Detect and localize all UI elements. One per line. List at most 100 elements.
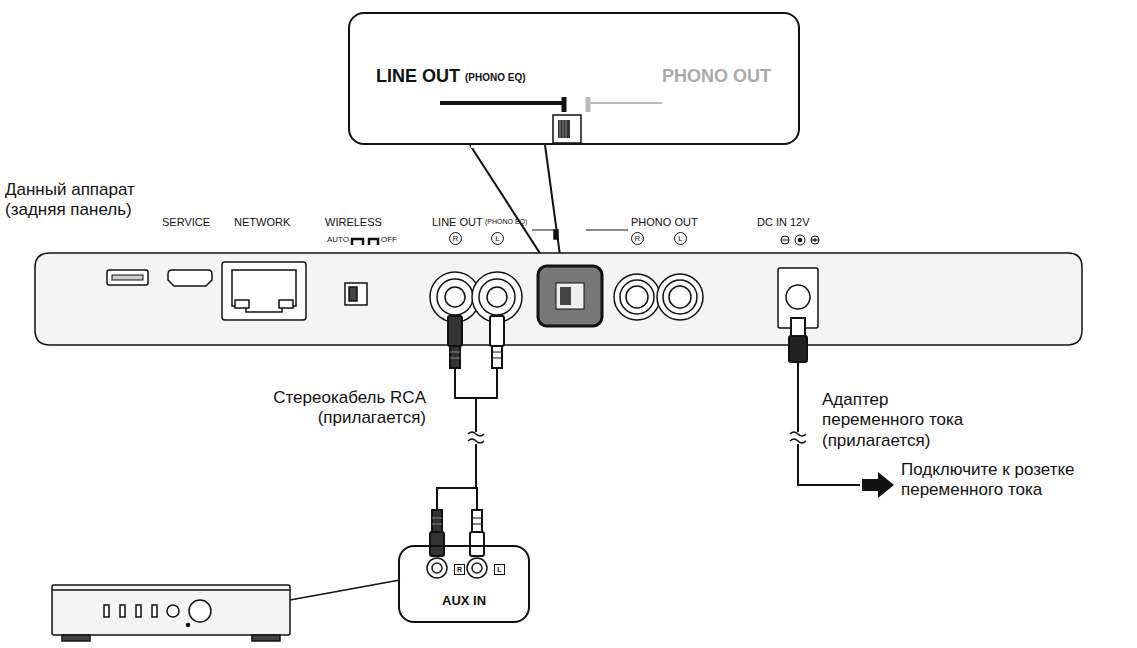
- switch-position: AUTO: [327, 235, 349, 245]
- rca-cable: [430, 532, 444, 556]
- rear-panel: [168, 270, 212, 286]
- switch-diagram: [563, 120, 564, 138]
- rear-panel: [487, 287, 507, 307]
- rca-cable: [448, 316, 462, 346]
- rear-panel: [663, 280, 697, 314]
- power-cable: [791, 318, 805, 336]
- switch-diagram: [588, 102, 662, 104]
- rear-panel: [472, 272, 522, 322]
- switch-diagram: [553, 115, 581, 143]
- rear-panel: [620, 280, 654, 314]
- switch-label: LINE OUT: [376, 66, 460, 88]
- panel-markings: [811, 236, 819, 244]
- panel-markings: [586, 229, 628, 230]
- port-label: LINE OUT: [432, 216, 483, 229]
- rca-cable: [492, 352, 502, 358]
- rear-panel: [538, 266, 602, 326]
- adapter-caption: Адаптер переменного тока (прилагается): [822, 390, 977, 451]
- panel-markings: [813, 238, 817, 242]
- rear-panel: [479, 279, 515, 315]
- aux-jacks: [467, 558, 487, 578]
- rca-cable: [437, 488, 477, 510]
- rear-panel: [657, 274, 703, 320]
- channel-letter: L: [491, 232, 504, 245]
- switch-diagram: [562, 97, 567, 112]
- device-caption: Данный аппарат (задняя панель): [5, 180, 175, 221]
- port-label: SERVICE: [162, 216, 210, 229]
- rca-cable: [430, 316, 504, 556]
- rear-panel: [235, 300, 249, 308]
- rca-cable: [475, 444, 477, 488]
- panel-markings: [781, 236, 789, 244]
- aux-jacks: [472, 563, 482, 573]
- amplifier: [120, 605, 125, 617]
- amplifier: [52, 580, 400, 641]
- instruction-note: Подключите к розетке переменного тока: [901, 460, 1133, 501]
- rca-cable: [490, 316, 504, 346]
- channel-letter: R: [449, 232, 462, 245]
- amplifier: [136, 605, 141, 617]
- switch-diagram: [586, 97, 591, 112]
- rear-panel: [614, 274, 660, 320]
- callout-box: LINE OUT (PHONO EQ) PHONO OUT: [348, 12, 800, 145]
- port-label: WIRELESS: [325, 216, 382, 229]
- panel-markings: [554, 230, 558, 239]
- amplifier: [167, 605, 179, 617]
- rca-cable: [470, 532, 484, 556]
- rca-cable: [492, 346, 502, 368]
- rear-panel: [560, 287, 571, 305]
- callout-ground: [348, 12, 800, 145]
- rear-panel: [445, 287, 465, 307]
- rca-cable: [450, 352, 460, 358]
- power-cable: [790, 432, 806, 443]
- rear-panel: [556, 283, 584, 309]
- rear-panel: [349, 287, 357, 301]
- rear-panel: [112, 275, 143, 280]
- rear-panel: [345, 283, 367, 305]
- switch-diagram: [560, 120, 561, 138]
- rear-panel: [35, 253, 1082, 345]
- amplifier: [252, 635, 280, 641]
- channel-letter: R: [631, 232, 644, 245]
- aux-jacks: [427, 558, 447, 578]
- switch-diagram: [558, 120, 570, 138]
- switch-position: OFF: [381, 235, 397, 245]
- port-label: DC IN 12V: [757, 216, 810, 229]
- rca-cable: [475, 398, 477, 432]
- port-label: NETWORK: [234, 216, 290, 229]
- rear-panel: [232, 270, 296, 312]
- switch-sublabel: (PHONO EQ): [465, 72, 526, 84]
- amplifier: [152, 605, 157, 617]
- rca-cable: [472, 510, 482, 532]
- amplifier: [52, 589, 290, 591]
- cable-caption: Стереокабель RCA (прилагается): [250, 388, 426, 429]
- rca-cable: [468, 432, 484, 443]
- port-sublabel: (PHONO EQ): [485, 218, 527, 226]
- power-cable: [789, 336, 807, 362]
- rca-cable: [432, 518, 442, 524]
- panel-markings: [532, 230, 556, 237]
- rear-panel: [437, 279, 473, 315]
- power-cable: [798, 444, 860, 485]
- amplifier: [290, 580, 400, 600]
- rca-cable: [450, 346, 460, 368]
- switch-diagram: [566, 120, 567, 138]
- rca-cable: [472, 518, 482, 524]
- switch-label: PHONO OUT: [662, 66, 771, 88]
- channel-letter: L: [674, 232, 687, 245]
- channel-letter: L: [494, 564, 505, 575]
- power-cable: [862, 472, 894, 498]
- rear-panel: [107, 270, 148, 285]
- input-label: AUX IN: [442, 593, 486, 609]
- amplifier: [62, 635, 90, 641]
- aux-jacks: [427, 558, 487, 578]
- rear-panel: [669, 286, 691, 308]
- switch-diagram: [440, 101, 566, 105]
- rca-cable: [455, 368, 497, 398]
- rear-panel: [279, 300, 293, 308]
- panel-markings: [799, 239, 802, 242]
- amplifier: [187, 624, 190, 627]
- connector-box: RLAUX IN: [398, 545, 530, 623]
- rear-panel: [35, 253, 1082, 345]
